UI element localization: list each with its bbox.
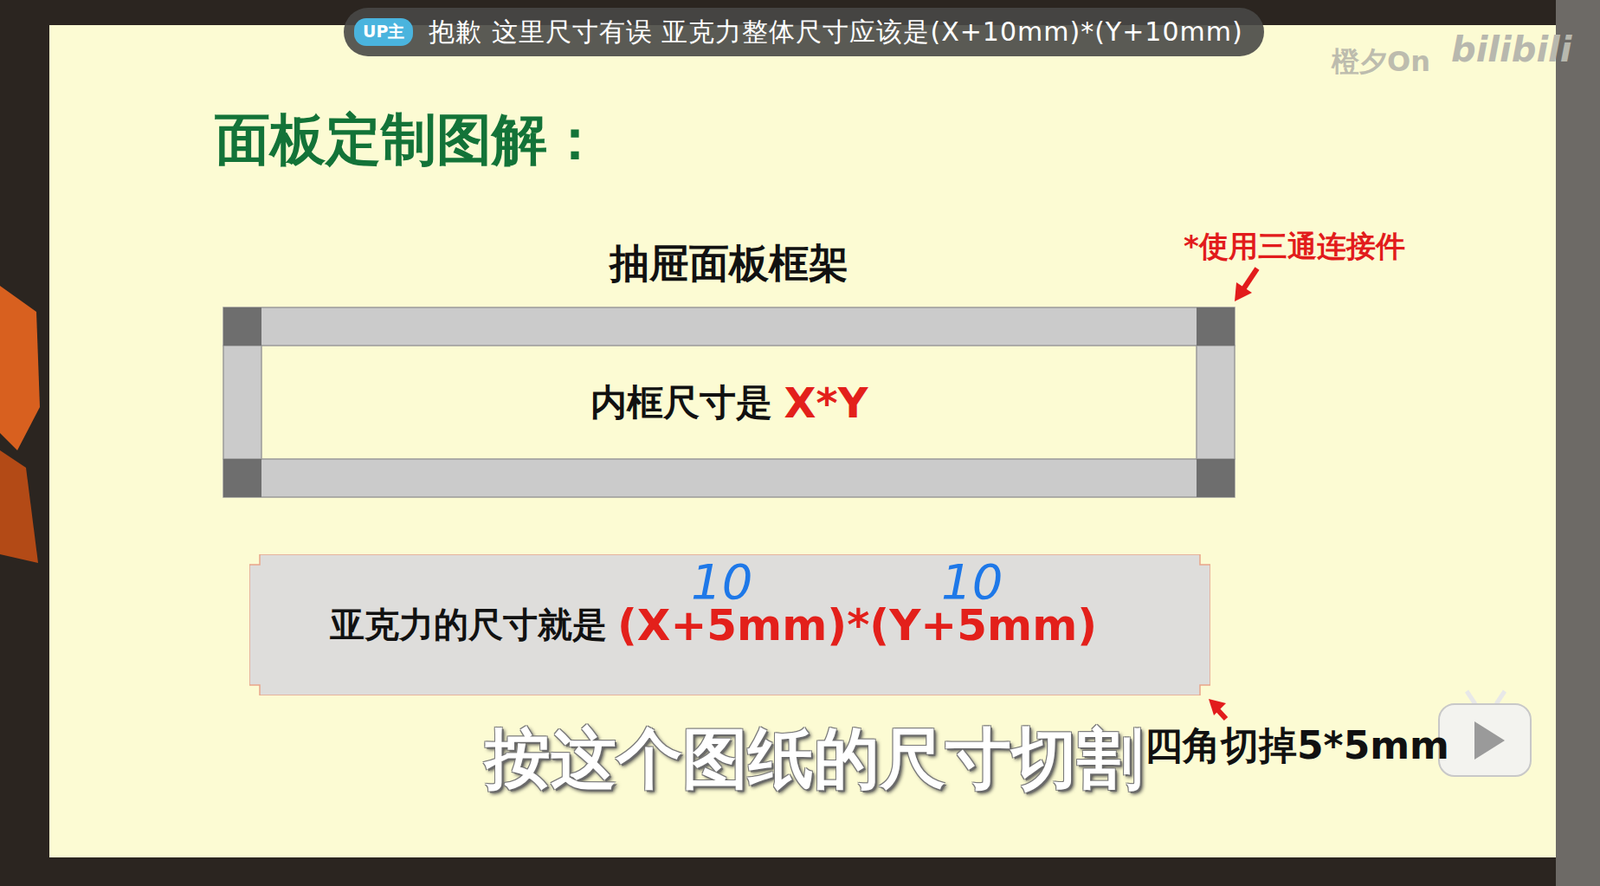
frame-dimension: X*Y xyxy=(784,378,869,427)
acrylic-dimension: (X+5mm)*(Y+5mm) xyxy=(617,600,1097,651)
background-object xyxy=(0,450,39,563)
corner-note: 四角切掉5*5mm xyxy=(1144,720,1450,772)
leader-arrow xyxy=(1243,268,1258,290)
slide-ground xyxy=(49,25,1556,858)
uploader-badge: UP主 xyxy=(354,18,413,46)
background-object xyxy=(0,285,40,451)
tee-connector xyxy=(223,307,262,346)
play-icon xyxy=(1466,690,1476,704)
slide-title: 面板定制图解： xyxy=(214,109,603,170)
play-icon xyxy=(1496,690,1505,704)
frame-heading: 抽屉面板框架 xyxy=(223,239,1235,288)
leader-arrowhead xyxy=(1234,282,1252,302)
tee-connector xyxy=(1196,307,1235,346)
frame-bar xyxy=(223,307,1235,346)
play-icon xyxy=(1438,703,1531,776)
frame-bar xyxy=(223,345,262,459)
acrylic-outline xyxy=(249,554,1211,696)
tee-connector xyxy=(1196,458,1235,497)
frame-text: 内框尺寸是 xyxy=(590,378,773,427)
watermark: 橙夕On xyxy=(1331,43,1431,82)
handwritten-correction: 10 xyxy=(941,557,1003,607)
tee-connector xyxy=(223,458,262,497)
acrylic-text: 亚克力的尺寸就是 xyxy=(329,600,607,649)
handwritten-correction: 10 xyxy=(690,557,753,607)
notice-banner: UP主 抱歉 这里尺寸有误 亚克力整体尺寸应该是(X+10mm)*(Y+10mm) xyxy=(343,7,1265,57)
background-strip xyxy=(1555,0,1600,886)
frame-inner: 内框尺寸是X*Y xyxy=(261,345,1197,459)
leader-arrowhead xyxy=(1208,698,1226,716)
badge-text: UP主 xyxy=(362,21,405,41)
drawer-frame: 抽屉面板框架内框尺寸是X*Y xyxy=(223,307,1235,497)
frame-bar xyxy=(1196,345,1235,459)
note-text: *使用三通连接件 xyxy=(1183,226,1406,267)
frame-bar xyxy=(223,458,1235,497)
play-icon xyxy=(1474,721,1505,760)
watermark: bilibili xyxy=(1451,29,1573,70)
notice-text: 抱歉 这里尺寸有误 亚克力整体尺寸应该是(X+10mm)*(Y+10mm) xyxy=(428,14,1243,51)
subtitle: 按这个图纸的尺寸切割 xyxy=(484,715,1143,805)
